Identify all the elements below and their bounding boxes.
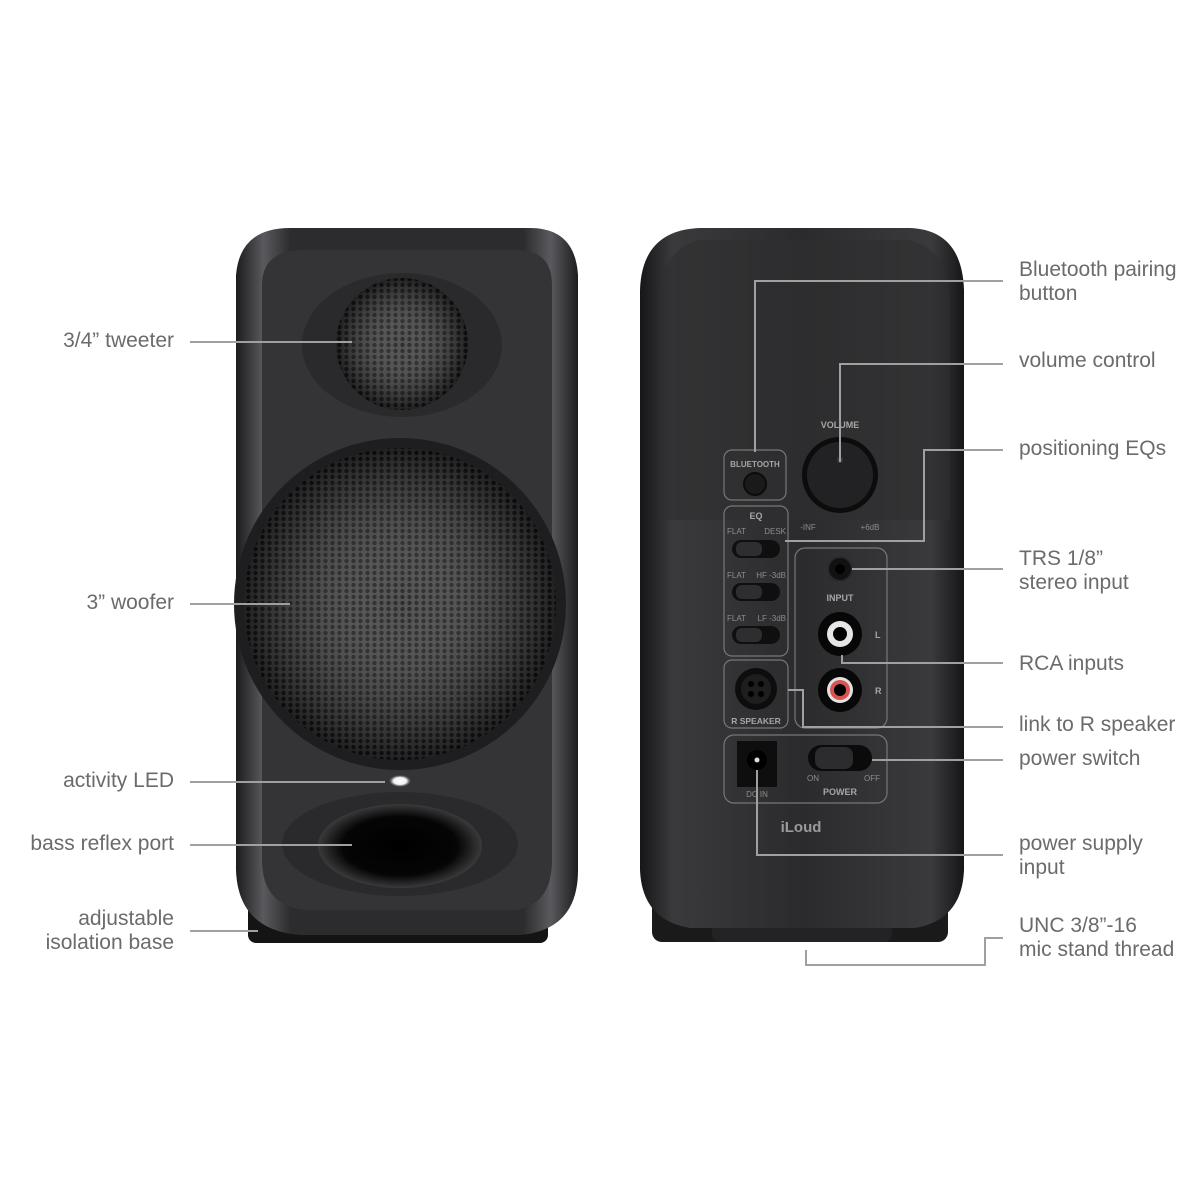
eq-switch-desk[interactable]: FLAT DESK [727,527,787,558]
callout-activity-led: activity LED [63,769,174,792]
callout-tweeter: 3/4” tweeter [63,329,174,352]
svg-text:LF -3dB: LF -3dB [758,614,786,623]
callout-power-switch: power switch [1019,747,1141,770]
svg-text:FLAT: FLAT [727,614,746,623]
svg-text:FLAT: FLAT [727,527,746,536]
volume-knob[interactable] [807,442,873,508]
callout-trs-input: TRS 1/8” stereo input [1019,547,1129,594]
svg-text:FLAT: FLAT [727,571,746,580]
callout-link-r-speaker: link to R speaker [1019,713,1176,736]
svg-text:INPUT: INPUT [827,593,855,603]
bluetooth-panel-label: BLUETOOTH [730,460,780,469]
svg-text:-INF: -INF [800,523,816,532]
bass-reflex-port [318,804,482,888]
callout-isolation-base: adjustable isolation base [45,907,174,954]
leader-lines [190,280,1003,966]
svg-text:ON: ON [807,774,819,783]
callout-rca-inputs: RCA inputs [1019,652,1125,675]
bluetooth-button[interactable] [743,472,767,496]
activity-led [389,775,411,787]
svg-text:HF -3dB: HF -3dB [756,571,786,580]
svg-text:DESK: DESK [764,527,786,536]
eq-switch-hf[interactable]: FLAT HF -3dB [727,571,786,601]
callout-mic-thread: UNC 3/8”-16 mic stand thread [1019,914,1175,961]
iloud-logo: iLoud [781,819,822,836]
svg-text:EQ: EQ [749,511,762,521]
eq-switch-lf[interactable]: FLAT LF -3dB [727,614,786,644]
svg-text:OFF: OFF [864,774,880,783]
svg-text:L: L [875,630,881,640]
callout-positioning-eqs: positioning EQs [1019,437,1167,460]
callout-power-supply: power supply input [1019,832,1143,879]
callout-woofer: 3” woofer [86,591,174,614]
callout-bluetooth-pairing: Bluetooth pairing button [1019,258,1177,305]
svg-text:R SPEAKER: R SPEAKER [731,716,781,726]
callout-volume-control: volume control [1019,349,1156,372]
svg-text:R: R [875,686,882,696]
svg-text:POWER: POWER [823,787,858,797]
front-speaker [234,228,578,943]
callout-bass-reflex-port: bass reflex port [30,832,174,855]
rear-speaker: BLUETOOTH VOLUME -INF +6dB EQ FLAT DESK … [640,228,964,942]
svg-text:+6dB: +6dB [861,523,880,532]
